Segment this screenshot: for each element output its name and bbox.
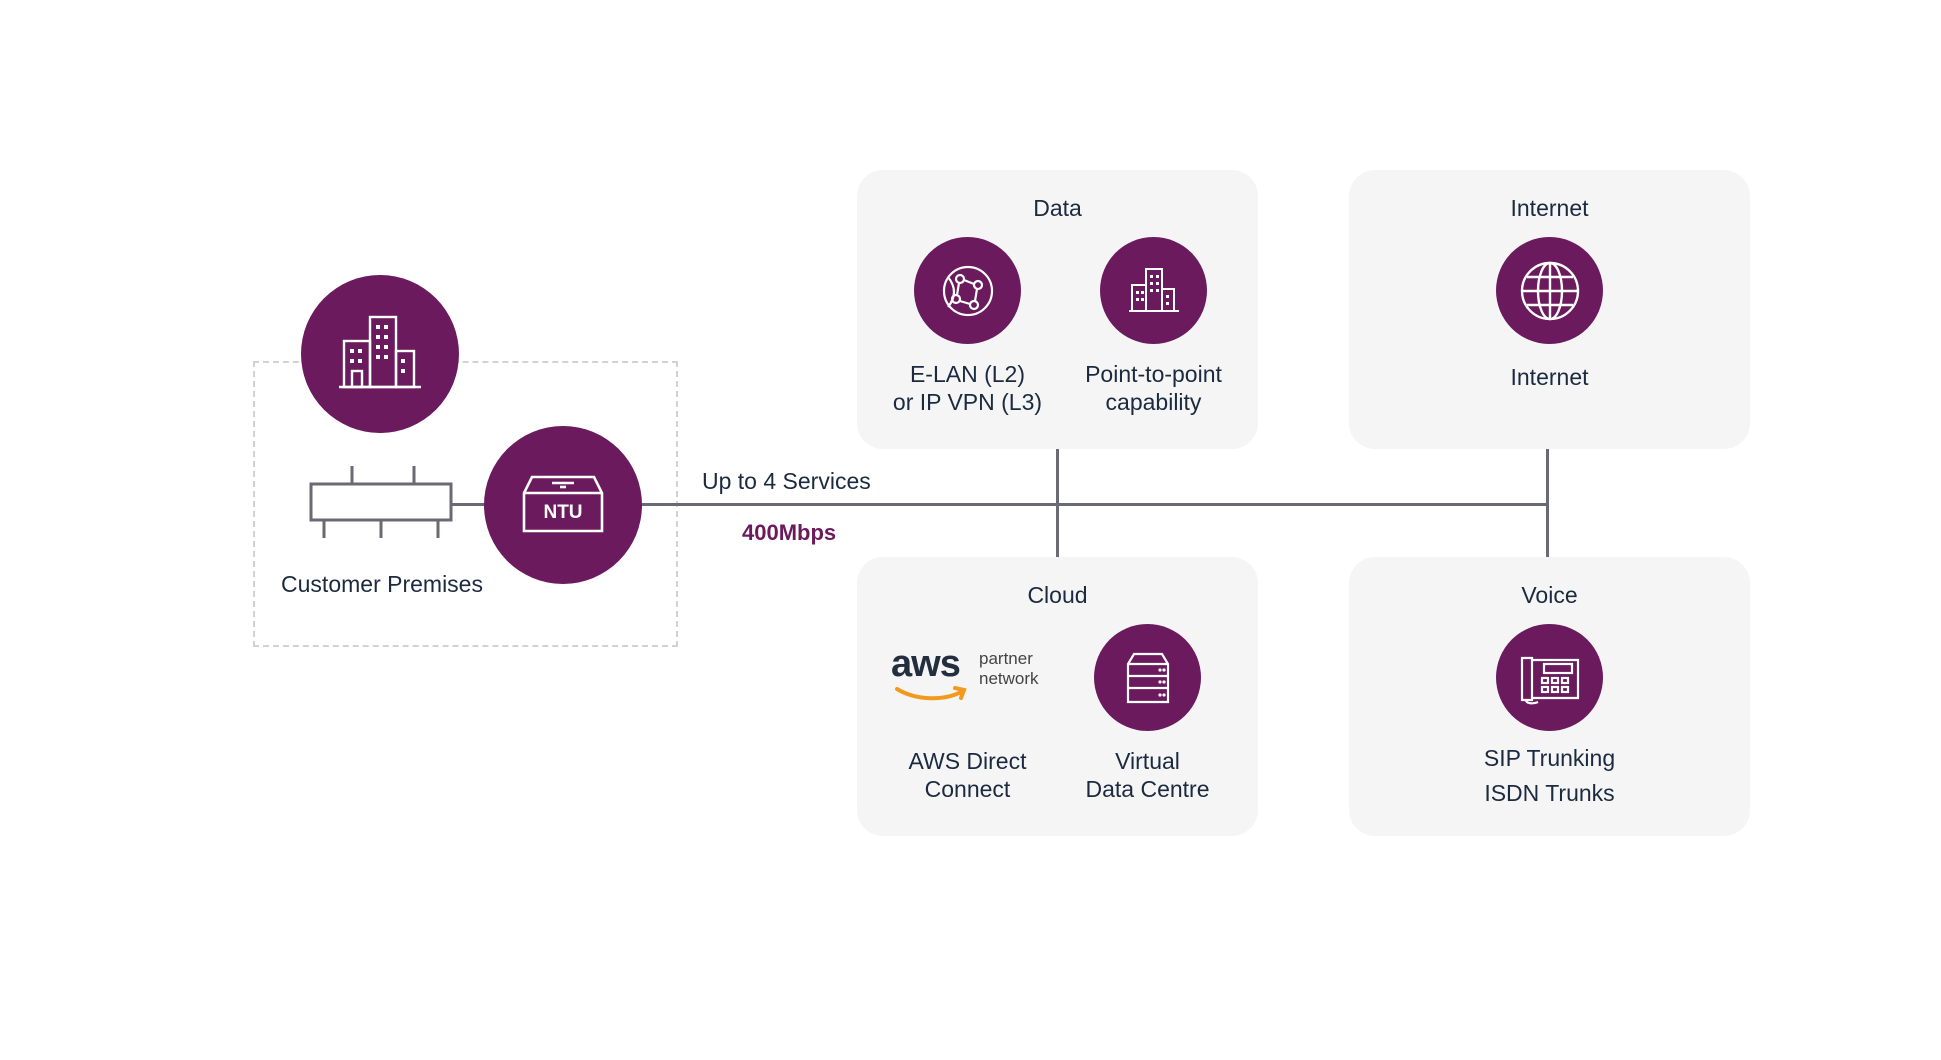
vdc-circle	[1094, 624, 1201, 731]
globe-icon	[1520, 261, 1579, 320]
elan-label-line2: or IP VPN (L3)	[892, 389, 1043, 415]
internet-voice-connector	[1546, 449, 1549, 558]
aws-logo-text: aws	[891, 643, 961, 685]
office-buildings-icon	[1128, 267, 1179, 312]
internet-panel-title: Internet	[1510, 195, 1589, 221]
aws-label-line2: Connect	[924, 776, 1011, 802]
p2p-label-line2: capability	[1105, 389, 1202, 415]
services-label: Up to 4 Services	[702, 468, 871, 494]
internet-circle	[1496, 237, 1603, 344]
network-globe-icon	[942, 265, 993, 316]
sip-trunking-label: SIP Trunking	[1483, 745, 1616, 771]
p2p-label-line1: Point-to-point	[1085, 361, 1222, 387]
ntu-label: NTU	[543, 502, 583, 523]
aws-partner-logo: aws partner network	[891, 643, 1051, 705]
aws-label-line1: AWS Direct	[908, 748, 1027, 774]
aws-logo-sub-line2: network	[979, 669, 1039, 688]
data-panel-title: Data	[1033, 195, 1082, 221]
internet-panel: Internet Internet	[1349, 170, 1750, 449]
aws-logo-sub-line1: partner	[979, 649, 1033, 668]
voice-panel: Voice SIP Trunking ISDN Trunks	[1349, 557, 1750, 836]
elan-circle	[914, 237, 1021, 344]
isdn-trunks-label: ISDN Trunks	[1484, 780, 1615, 806]
vdc-label-line1: Virtual	[1115, 748, 1180, 774]
p2p-circle	[1100, 237, 1207, 344]
switch-icon	[309, 466, 453, 538]
switch-ntu-connector	[451, 503, 487, 506]
voice-panel-title: Voice	[1521, 582, 1578, 608]
backbone-line	[642, 503, 1549, 506]
building-circle	[301, 275, 459, 433]
cloud-panel-title: Cloud	[1027, 582, 1088, 608]
aws-smile-icon	[895, 686, 967, 701]
building-icon	[339, 315, 421, 389]
data-cloud-connector	[1056, 449, 1059, 558]
internet-item-label: Internet	[1510, 364, 1589, 390]
elan-label-line1: E-LAN (L2)	[909, 361, 1026, 387]
desk-phone-icon	[1520, 656, 1579, 704]
data-panel: Data E-LAN (L2) or IP VPN (L3)	[857, 170, 1258, 449]
speed-label: 400Mbps	[742, 520, 837, 545]
ntu-box-icon	[522, 475, 604, 533]
ntu-circle: NTU	[484, 426, 642, 584]
server-icon	[1126, 652, 1169, 703]
vdc-label-line2: Data Centre	[1085, 776, 1210, 802]
customer-premises-label: Customer Premises	[281, 571, 483, 597]
cloud-panel: Cloud aws partner network AWS Direct Con…	[857, 557, 1258, 836]
voice-circle	[1496, 624, 1603, 731]
